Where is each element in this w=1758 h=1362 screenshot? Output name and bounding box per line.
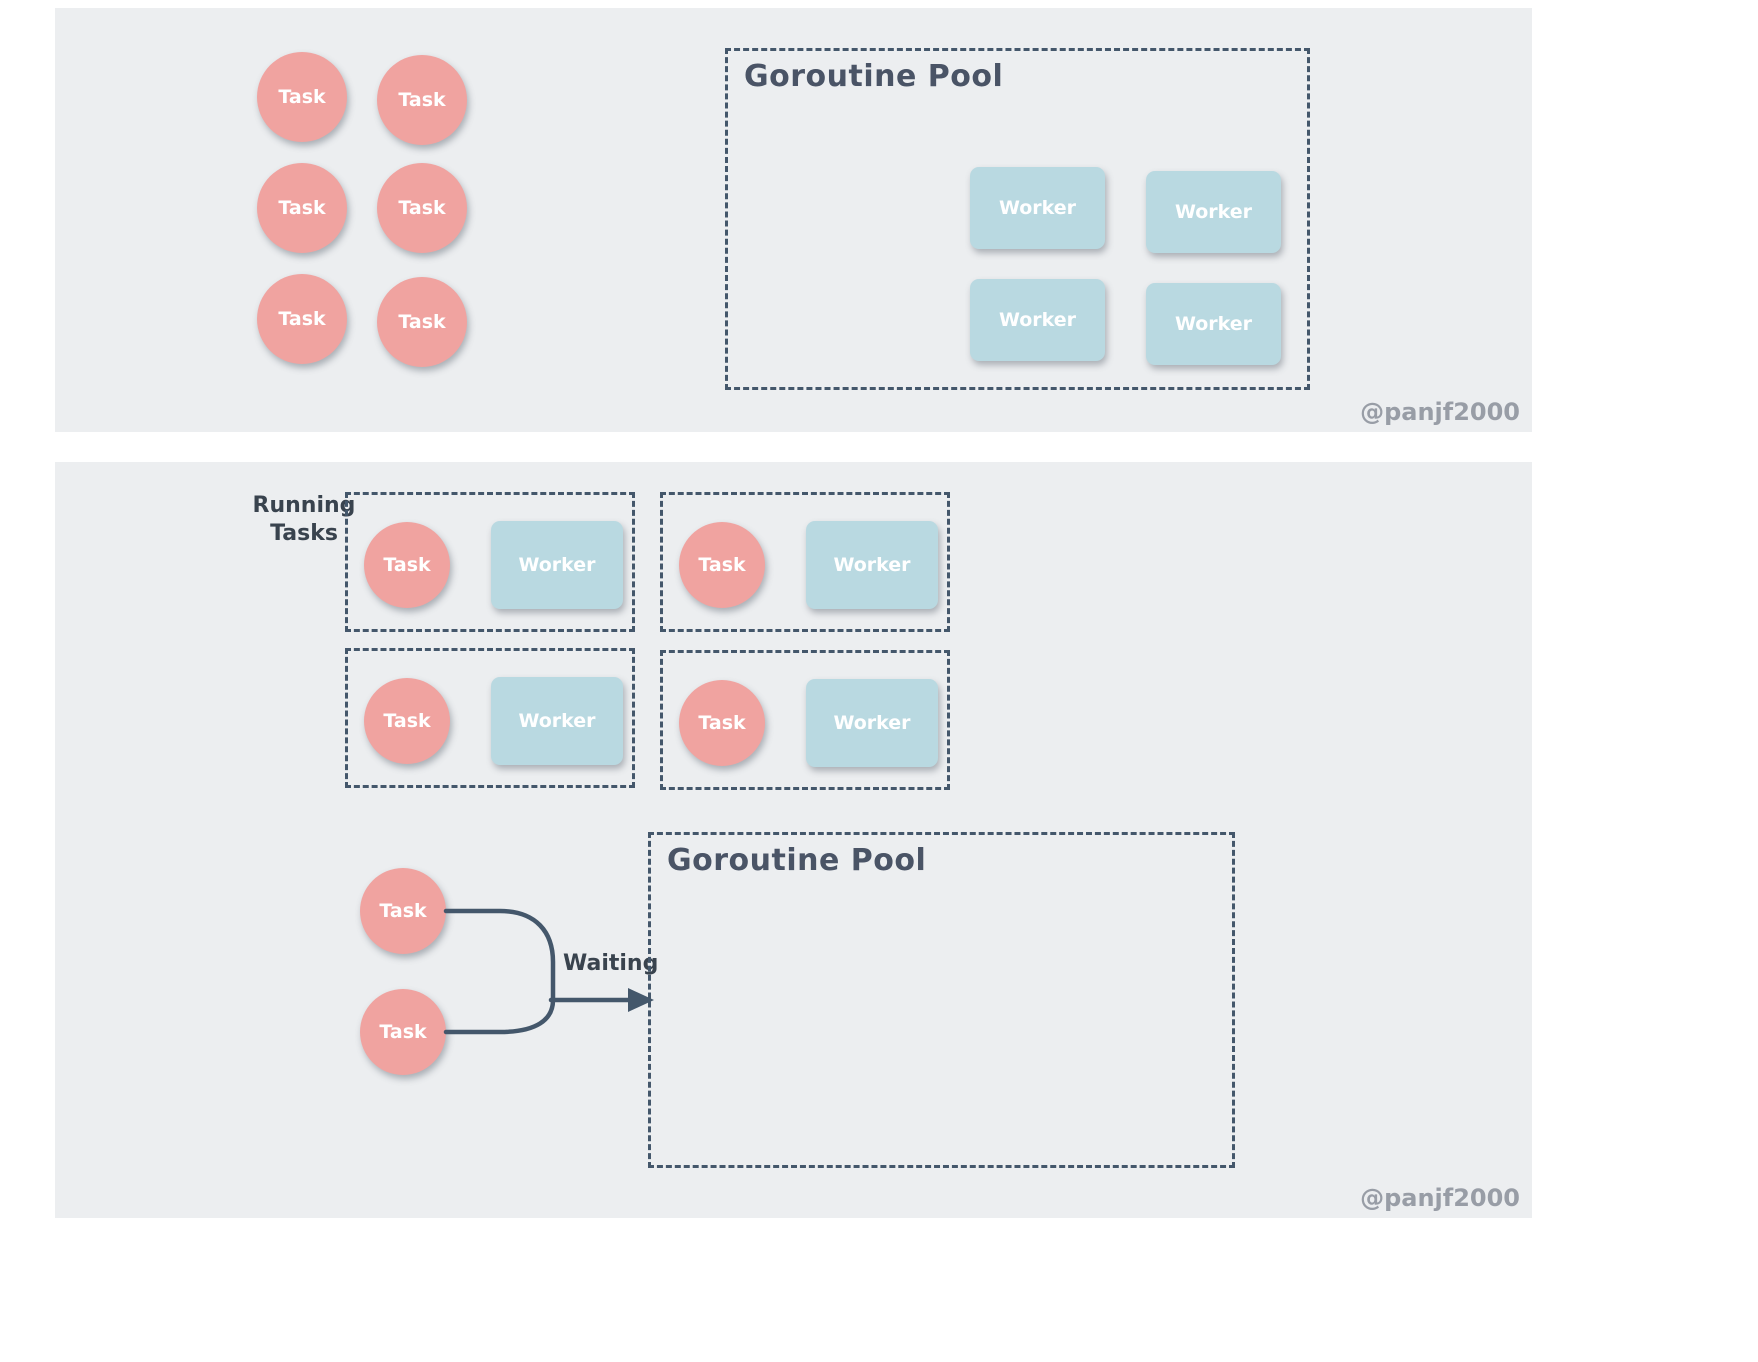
worker-label: Worker	[1174, 313, 1253, 335]
task-circle: Task	[377, 55, 467, 145]
task-label: Task	[398, 197, 446, 219]
running-pair-box: Task Worker	[345, 648, 635, 788]
task-label: Task	[379, 900, 427, 922]
task-circle: Task	[679, 522, 765, 608]
watermark: @panjf2000	[1360, 398, 1520, 426]
goroutine-pool-box: Goroutine Pool	[648, 832, 1235, 1168]
merge-arrow	[443, 908, 654, 1035]
arrow-curve-top	[443, 908, 556, 1001]
task-label: Task	[398, 89, 446, 111]
task-circle: Task	[257, 163, 347, 253]
task-circle: Task	[364, 678, 450, 764]
task-circle: Task	[679, 680, 765, 766]
running-pair-box: Task Worker	[345, 492, 635, 632]
worker-label: Worker	[1174, 201, 1253, 223]
worker-box: Worker	[1146, 171, 1281, 253]
running-tasks-line1: Running	[252, 493, 356, 518]
running-pair-box: Task Worker	[660, 650, 950, 790]
pool-title: Goroutine Pool	[667, 843, 927, 878]
worker-box: Worker	[970, 279, 1105, 361]
task-circle: Task	[377, 277, 467, 367]
running-pair-box: Task Worker	[660, 492, 950, 632]
task-label: Task	[383, 710, 431, 732]
worker-label: Worker	[998, 309, 1077, 331]
arrow-curve-bottom	[443, 997, 556, 1035]
task-circle: Task	[257, 274, 347, 364]
worker-label: Worker	[833, 554, 911, 576]
worker-box: Worker	[491, 521, 623, 609]
worker-box: Worker	[806, 521, 938, 609]
task-label: Task	[698, 712, 746, 734]
task-label: Task	[379, 1021, 427, 1043]
task-label: Task	[278, 86, 326, 108]
task-label: Task	[398, 311, 446, 333]
bottom-panel: Running Tasks Task Worker Task Worker Ta…	[55, 462, 1532, 1218]
waiting-task-circle: Task	[360, 989, 446, 1075]
task-circle: Task	[364, 522, 450, 608]
watermark: @panjf2000	[1360, 1184, 1520, 1212]
running-tasks-label: Running Tasks	[243, 492, 365, 547]
waiting-label: Waiting	[563, 951, 659, 976]
worker-box: Worker	[1146, 283, 1281, 365]
task-label: Task	[698, 554, 746, 576]
task-circle: Task	[257, 52, 347, 142]
worker-label: Worker	[833, 712, 911, 734]
task-label: Task	[383, 554, 431, 576]
worker-box: Worker	[491, 677, 623, 765]
arrow-head	[628, 988, 654, 1012]
worker-label: Worker	[518, 554, 596, 576]
running-tasks-line2: Tasks	[270, 520, 338, 546]
worker-label: Worker	[998, 197, 1077, 219]
worker-label: Worker	[518, 710, 596, 732]
task-circle: Task	[377, 163, 467, 253]
worker-box: Worker	[806, 679, 938, 767]
task-label: Task	[278, 308, 326, 330]
pool-title: Goroutine Pool	[744, 59, 1004, 94]
goroutine-pool-box: Goroutine Pool Worker Worker Worker Work…	[725, 48, 1310, 390]
top-panel: Task Task Task Task Task Task Goroutine …	[55, 8, 1532, 432]
waiting-task-circle: Task	[360, 868, 446, 954]
worker-box: Worker	[970, 167, 1105, 249]
task-label: Task	[278, 197, 326, 219]
